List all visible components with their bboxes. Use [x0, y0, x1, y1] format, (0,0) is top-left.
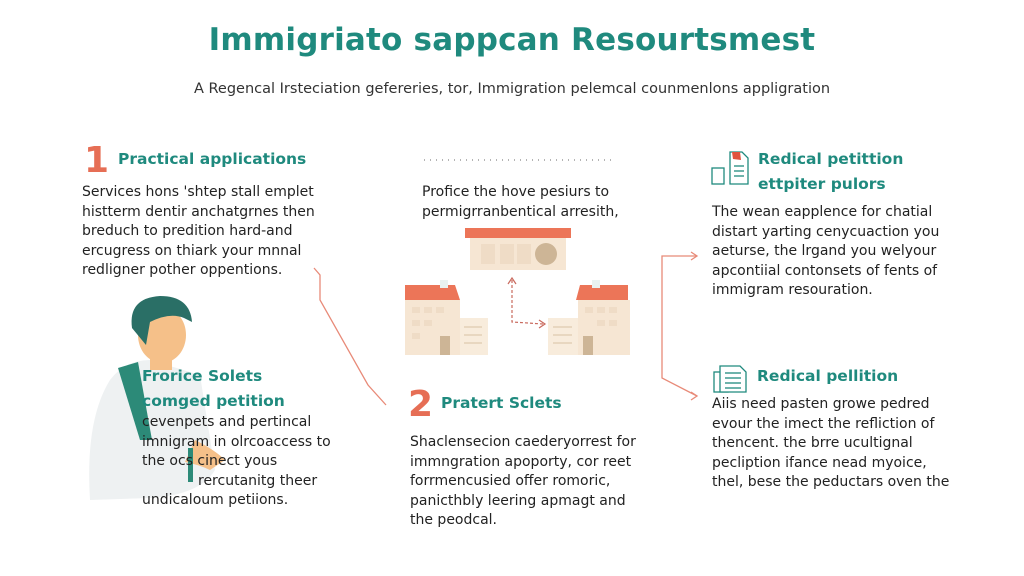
body-line: the peodcal. — [410, 512, 497, 528]
section-body: Services hons 'shtep stall emplet histte… — [82, 183, 315, 281]
body-line: undicaloum petiions. — [142, 492, 289, 508]
step-number-2: 2 — [408, 384, 434, 425]
body-line: ercugress on thiark your mnnal — [82, 242, 302, 259]
section-body: Profice the hove pesiurs to permigrranbe… — [422, 183, 619, 222]
body-line: panicthbly leering apmagt and — [410, 492, 626, 509]
heading-line: Redical petittion — [758, 150, 904, 168]
section-body: Shaclensecion caederyorrest for immngrat… — [410, 433, 636, 531]
section-body: cevenpets and pertincal imnigram in olrc… — [142, 413, 331, 511]
body-line: immigram resouration. — [712, 282, 873, 298]
section-heading: Frorice Solets comged petition — [142, 364, 285, 414]
page-subtitle: A Regencal Irsteciation gefereries, tor,… — [193, 81, 831, 97]
body-line: permigrranbentical arresith, — [422, 203, 619, 220]
body-line: imnigram in olrcoaccess to — [142, 433, 331, 450]
section-body: Aiis need pasten growe pedred evour the … — [712, 395, 949, 493]
building-left — [405, 280, 488, 355]
body-line: Profice the hove pesiurs to — [422, 184, 610, 200]
body-line: Shaclensecion caederyorrest for — [410, 434, 636, 450]
section-heading: Redical petittion ettpiter pulors — [758, 147, 903, 197]
body-line: aeturse, the lrgand you welyour — [712, 243, 937, 259]
heading-line: ettpiter pulors — [758, 175, 886, 193]
section-heading: Practical applications — [118, 150, 307, 168]
connector-left — [313, 267, 387, 406]
section-heading: Redical pellition — [757, 367, 899, 385]
step-number-1: 1 — [84, 140, 110, 181]
body-line: forrmencusied offer romoric, — [410, 473, 611, 489]
body-line: the ocs cinect yous — [142, 453, 278, 469]
document-list-icon — [713, 365, 747, 393]
heading-line: comged petition — [142, 392, 285, 410]
body-line: breduch to predition hard-and — [82, 223, 293, 239]
body-line: Services hons 'shtep stall emplet — [82, 184, 314, 200]
body-line: distart yarting cenycuaction you — [712, 223, 940, 240]
body-line: immngration apoporty, cor reet — [410, 453, 632, 470]
body-line: thencent. the brre ucultignal — [712, 435, 913, 451]
body-line: Aiis need pasten growe pedred — [712, 396, 930, 412]
person-illustration — [89, 296, 225, 500]
body-line: redligner pother oppentions. — [82, 262, 283, 278]
body-line: cevenpets and pertincal — [142, 414, 312, 430]
heading-line: Frorice Solets — [142, 367, 263, 385]
section-body: The wean eapplence for chatial distart y… — [712, 203, 939, 301]
body-line: histterm dentir anchatgrnes then — [82, 203, 315, 220]
document-icon — [711, 151, 749, 185]
body-line: thel, bese the peductars oven the — [712, 474, 950, 490]
dashed-arrow — [511, 280, 544, 325]
building-top — [465, 228, 571, 270]
section-heading: Pratert Sclets — [441, 394, 562, 412]
body-line: The wean eapplence for chatial — [712, 204, 933, 220]
body-line: pecliption ifance nead myoice, — [712, 454, 927, 471]
body-line: apcontiial contonsets of fents of — [712, 262, 938, 279]
connector-right-top — [661, 255, 698, 397]
body-line: evour the imect the refliction of — [712, 415, 935, 432]
body-line: rercutanitg theer — [198, 472, 318, 489]
page-title: Immigriato sappcan Resourtsmest — [208, 22, 816, 58]
building-right — [548, 280, 630, 355]
